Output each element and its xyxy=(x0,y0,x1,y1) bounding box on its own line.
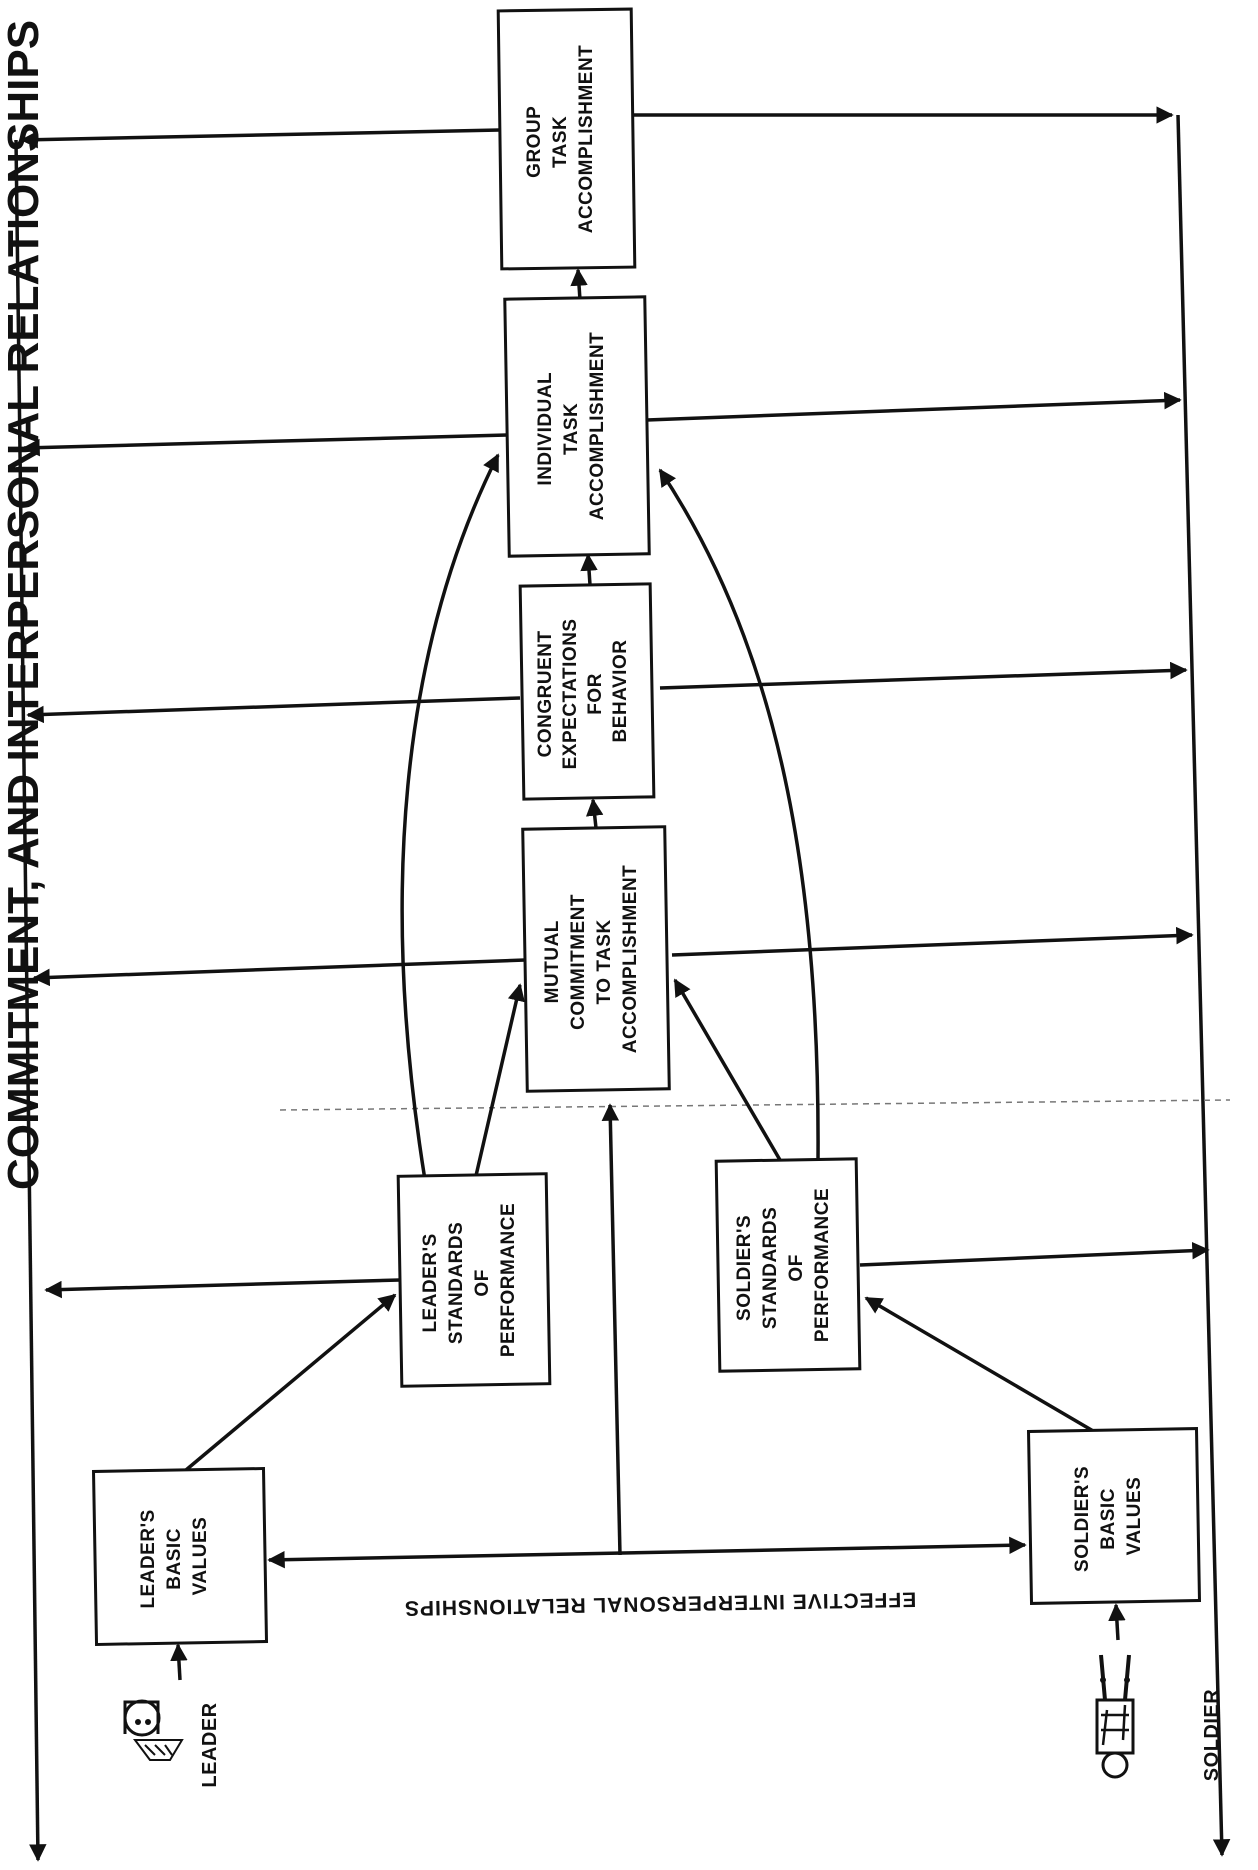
arrow-leader-standards-left xyxy=(44,1278,401,1299)
congruent-line-1: CONGRUENT xyxy=(535,630,556,757)
svg-text:GROUP TASK ACCOMPL: GROUP TASK ACCOMPLISHMENT xyxy=(524,45,597,234)
soldier-standards-line-3: OF xyxy=(786,1254,807,1281)
mutual-line-3: TO TASK xyxy=(594,919,615,1004)
arrow-leader-values-to-standards xyxy=(178,1293,397,1477)
congruent-line-2: EXPECTATIONS xyxy=(560,618,581,769)
arrow-soldier-values-to-standards xyxy=(864,1296,1101,1437)
arrow-soldier-standards-to-mutual xyxy=(673,978,782,1161)
leader-standards-line-1: LEADER'S xyxy=(420,1233,441,1332)
arrow-mutual-right xyxy=(671,926,1194,957)
svg-text:INDIVIDUAL TASK AC: INDIVIDUAL TASK ACCOMPLISHMENT xyxy=(535,332,608,521)
box-group-task: GROUP TASK ACCOMPLISHMENT xyxy=(496,7,637,271)
scan-line xyxy=(279,1099,1231,1111)
arrow-mutual-left xyxy=(32,958,526,987)
arrow-soldier-figure-to-values xyxy=(1108,1603,1126,1641)
box-leader-standards: LEADER'S STANDARDS OF PERFORMANCE xyxy=(396,1172,552,1388)
arrow-relationships-to-mutual xyxy=(601,1103,622,1556)
arrow-leader-standards-to-individual xyxy=(400,453,500,1181)
soldier-values-line-2: BASIC xyxy=(1098,1488,1119,1550)
leader-standards-line-3: OF xyxy=(472,1269,493,1296)
arrow-individual-left xyxy=(22,433,508,457)
relationships-label: EFFECTIVE INTERPERSONAL RELATIONSHIPS xyxy=(404,1588,917,1620)
box-congruent-expectations: CONGRUENT EXPECTATIONS FOR BEHAVIOR xyxy=(518,582,656,801)
leader-values-line-2: BASIC xyxy=(164,1528,185,1590)
congruent-line-3: FOR xyxy=(585,673,606,715)
svg-text:LEADER'S STANDARDS: LEADER'S STANDARDS OF PERFORMANCE xyxy=(420,1203,519,1357)
leader-values-line-3: VALUES xyxy=(190,1517,211,1596)
svg-text:LEADER'S BASIC VAL: LEADER'S BASIC VALUES xyxy=(138,1503,211,1608)
box-soldier-standards: SOLDIER'S STANDARDS OF PERFORMANCE xyxy=(714,1157,862,1373)
leader-axis-line xyxy=(14,139,47,1862)
arrow-mutual-to-congruent xyxy=(585,798,604,829)
mutual-line-2: COMMITMENT xyxy=(568,894,589,1030)
soldier-standards-line-1: SOLDIER'S xyxy=(734,1215,755,1321)
arrow-leader-standards-to-mutual xyxy=(473,983,525,1181)
arrow-leader-figure-to-values xyxy=(170,1643,188,1681)
soldier-label: SOLDIER xyxy=(1201,1689,1223,1781)
arrow-soldier-standards-right xyxy=(859,1241,1210,1267)
arrow-individual-right xyxy=(646,391,1182,422)
soldier-values-line-1: SOLDIER'S xyxy=(1072,1466,1093,1572)
mutual-line-4: ACCOMPLISHMENT xyxy=(620,865,641,1054)
soldier-standards-line-2: STANDARDS xyxy=(760,1207,781,1329)
arrow-congruent-right xyxy=(659,661,1188,690)
diagram-title: COMMITMENT, AND INTERPERSONAL RELATIONSH… xyxy=(0,20,48,1190)
box-leader-values: LEADER'S BASIC VALUES xyxy=(91,1467,269,1646)
soldier-standards-line-4: PERFORMANCE xyxy=(812,1188,833,1342)
svg-text:SOLDIER'S STANDARDS: SOLDIER'S STANDARDS OF PERFORMANCE xyxy=(734,1188,833,1342)
arrow-individual-to-group xyxy=(570,268,588,301)
box-individual-task: INDIVIDUAL TASK ACCOMPLISHMENT xyxy=(503,295,651,558)
leader-values-line-1: LEADER'S xyxy=(138,1509,159,1608)
arrow-group-left xyxy=(20,128,501,149)
arrow-soldier-standards-to-individual xyxy=(658,468,820,1161)
svg-text:CONGRUENT EXPECTATIONS: CONGRUENT EXPECTATIONS FOR BEHAVIOR xyxy=(535,613,631,770)
svg-text:MUTUAL COMMITMENT: MUTUAL COMMITMENT TO TASK ACCOMPLISHMENT xyxy=(542,865,641,1054)
congruent-line-4: BEHAVIOR xyxy=(610,640,631,743)
arrow-congruent-left xyxy=(26,696,521,724)
leader-figure-icon xyxy=(123,1699,184,1761)
arrow-congruent-to-individual xyxy=(580,553,598,586)
individual-line-2: TASK xyxy=(561,403,582,455)
group-line-3: ACCOMPLISHMENT xyxy=(576,45,597,234)
svg-text:SOLDIER'S BASIC VA: SOLDIER'S BASIC VALUES xyxy=(1072,1460,1145,1572)
box-soldier-values: SOLDIER'S BASIC VALUES xyxy=(1026,1427,1202,1605)
box-mutual-commitment: MUTUAL COMMITMENT TO TASK ACCOMPLISHMENT xyxy=(521,825,671,1093)
relationships-arrow xyxy=(267,1536,1027,1569)
leader-standards-line-4: PERFORMANCE xyxy=(498,1203,519,1357)
group-line-2: TASK xyxy=(550,116,571,168)
leader-standards-line-2: STANDARDS xyxy=(446,1222,467,1344)
mutual-line-1: MUTUAL xyxy=(542,920,563,1003)
individual-line-1: INDIVIDUAL xyxy=(535,372,556,486)
soldier-values-line-3: VALUES xyxy=(1124,1477,1145,1556)
group-line-1: GROUP xyxy=(524,106,545,178)
leader-label: LEADER xyxy=(199,1702,221,1787)
soldier-figure-icon xyxy=(1095,1654,1135,1779)
individual-line-3: ACCOMPLISHMENT xyxy=(587,332,608,521)
soldier-axis-line xyxy=(1176,114,1231,1857)
